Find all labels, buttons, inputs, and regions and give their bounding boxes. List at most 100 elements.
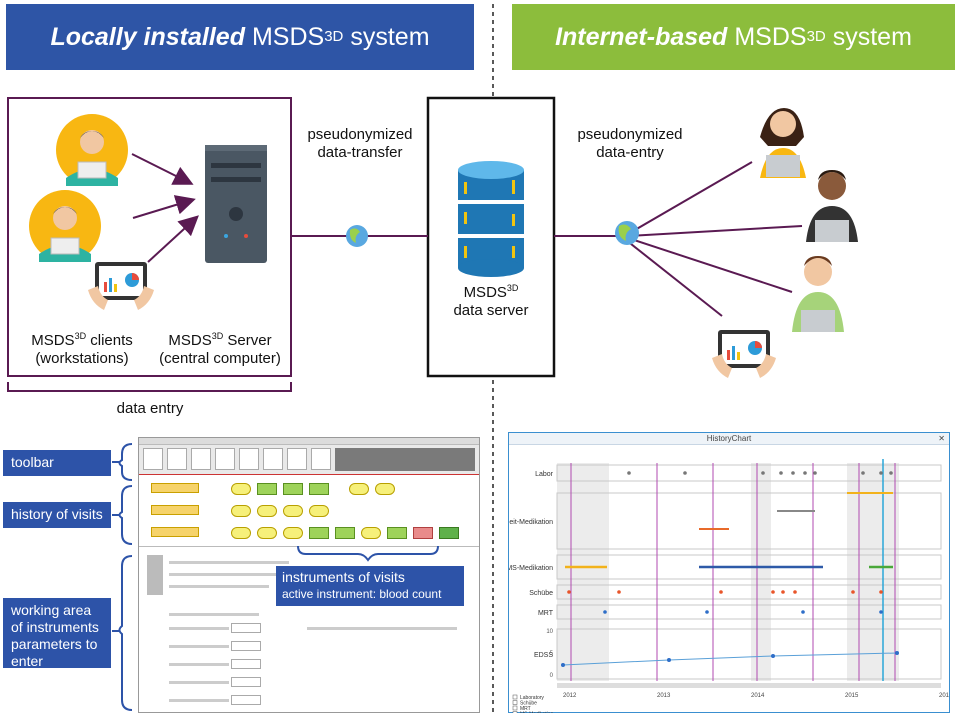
banner-local-name: MSDS	[251, 22, 325, 51]
checkbox	[512, 694, 518, 700]
mrt-dot	[879, 610, 883, 614]
mrt-dot	[705, 610, 709, 614]
server-name: MSDS	[168, 332, 212, 349]
server-rest: Server	[227, 332, 272, 349]
row-label: Schübe	[529, 590, 553, 597]
instruments-tag: instruments of visits active instrument:…	[276, 566, 464, 606]
edss-point	[895, 651, 899, 655]
edss-line	[562, 652, 898, 666]
checkbox-label: Laboratory	[520, 695, 544, 701]
edss-tick: 0	[550, 673, 554, 679]
labor-dot	[889, 471, 893, 475]
relapse-dot	[617, 590, 621, 594]
checkbox	[512, 705, 518, 711]
data-server-name: MSDS	[463, 284, 507, 301]
labor-dot	[761, 471, 765, 475]
mrt-dot	[603, 610, 607, 614]
edss-point	[667, 658, 671, 662]
labor-dot	[803, 471, 807, 475]
database-icon	[458, 161, 524, 277]
mrt-dot	[801, 610, 805, 614]
entry-line1: pseudonymized	[577, 126, 683, 143]
row-label: Labor	[535, 471, 554, 478]
close-icon[interactable]: ✕	[938, 434, 945, 443]
data-server-sub: data server	[453, 302, 529, 319]
data-entry-bracket	[7, 382, 292, 392]
year-tick: 2015	[845, 693, 859, 699]
checkbox-label: MS-Medikation	[520, 712, 554, 714]
edss-tick: 5	[550, 651, 554, 657]
relapse-dot	[781, 590, 785, 594]
relapse-dot	[771, 590, 775, 594]
history-chart-title: HistoryChart	[706, 434, 752, 443]
server-sub: (central computer)	[159, 350, 281, 367]
labor-dot	[627, 471, 631, 475]
labor-dot	[779, 471, 783, 475]
app-toolbar-strip	[139, 445, 479, 475]
row-label: MS-Medikation	[509, 565, 553, 572]
tablet-icon-remote	[712, 330, 776, 378]
history-chart-titlebar: HistoryChart ✕	[509, 433, 949, 445]
transfer-line2: data-transfer	[317, 144, 403, 161]
banner-internet-name: MSDS	[734, 22, 807, 51]
user-icon-man-dark	[806, 170, 858, 242]
banner-local-rest: system	[350, 22, 430, 51]
shaded-period	[751, 463, 771, 681]
row-frame	[556, 584, 942, 600]
tablet-icon-local	[88, 262, 154, 310]
relapse-dot	[851, 590, 855, 594]
shaded-period	[847, 463, 899, 681]
data-server-label: MSDS3D data server	[430, 284, 552, 320]
working-area-tag: working area of instruments parameters t…	[3, 598, 111, 669]
year-tick: 2014	[751, 693, 765, 699]
row-frame	[556, 492, 942, 550]
entry-label: pseudonymized data-entry	[570, 126, 690, 162]
server-sup: 3D	[211, 331, 224, 341]
labor-dot	[879, 471, 883, 475]
labor-dot	[791, 471, 795, 475]
banner-internet-rest: system	[832, 22, 912, 51]
row-frame	[556, 554, 942, 580]
row-label: EDSS	[534, 652, 553, 659]
clients-label: MSDS3D clients (workstations)	[12, 332, 152, 368]
clients-name: MSDS	[31, 332, 75, 349]
row-label: MRT	[538, 610, 554, 617]
checkbox	[512, 700, 518, 705]
relapse-dot	[793, 590, 797, 594]
relapse-dot	[719, 590, 723, 594]
clients-sub: (workstations)	[35, 350, 129, 367]
globe-icon-entry	[615, 221, 639, 245]
checkbox-label: MRT	[520, 706, 531, 712]
server-tower-icon	[205, 145, 267, 263]
user-icon-man-light	[792, 256, 844, 332]
globe-icon-transfer	[346, 225, 368, 247]
labor-dot	[683, 471, 687, 475]
row-label: Begleit-Medikation	[509, 519, 553, 526]
clients-sup: 3D	[74, 331, 87, 341]
row-frame	[556, 464, 942, 482]
checkbox	[512, 711, 518, 713]
toolbar-tag: toolbar	[3, 450, 111, 476]
shaded-period	[557, 463, 609, 681]
row-frame	[556, 628, 942, 680]
instruments-sub: active instrument: blood count	[282, 587, 442, 601]
app-visit-history	[139, 475, 479, 547]
checkbox-label: Schübe	[520, 701, 537, 707]
data-entry-label: data entry	[116, 400, 184, 417]
doctor-icon-2	[29, 190, 101, 262]
edss-tick: 10	[546, 629, 553, 635]
doctor-icon-1	[56, 114, 128, 186]
history-tag: history of visits	[3, 502, 111, 528]
year-tick: 2013	[657, 693, 671, 699]
data-server-sup: 3D	[506, 283, 519, 293]
relapse-dot	[567, 590, 571, 594]
year-tick: 2012	[563, 693, 577, 699]
clients-rest: clients	[90, 332, 133, 349]
transfer-line1: pseudonymized	[307, 126, 413, 143]
edss-point	[561, 663, 565, 667]
row-frame	[556, 604, 942, 620]
